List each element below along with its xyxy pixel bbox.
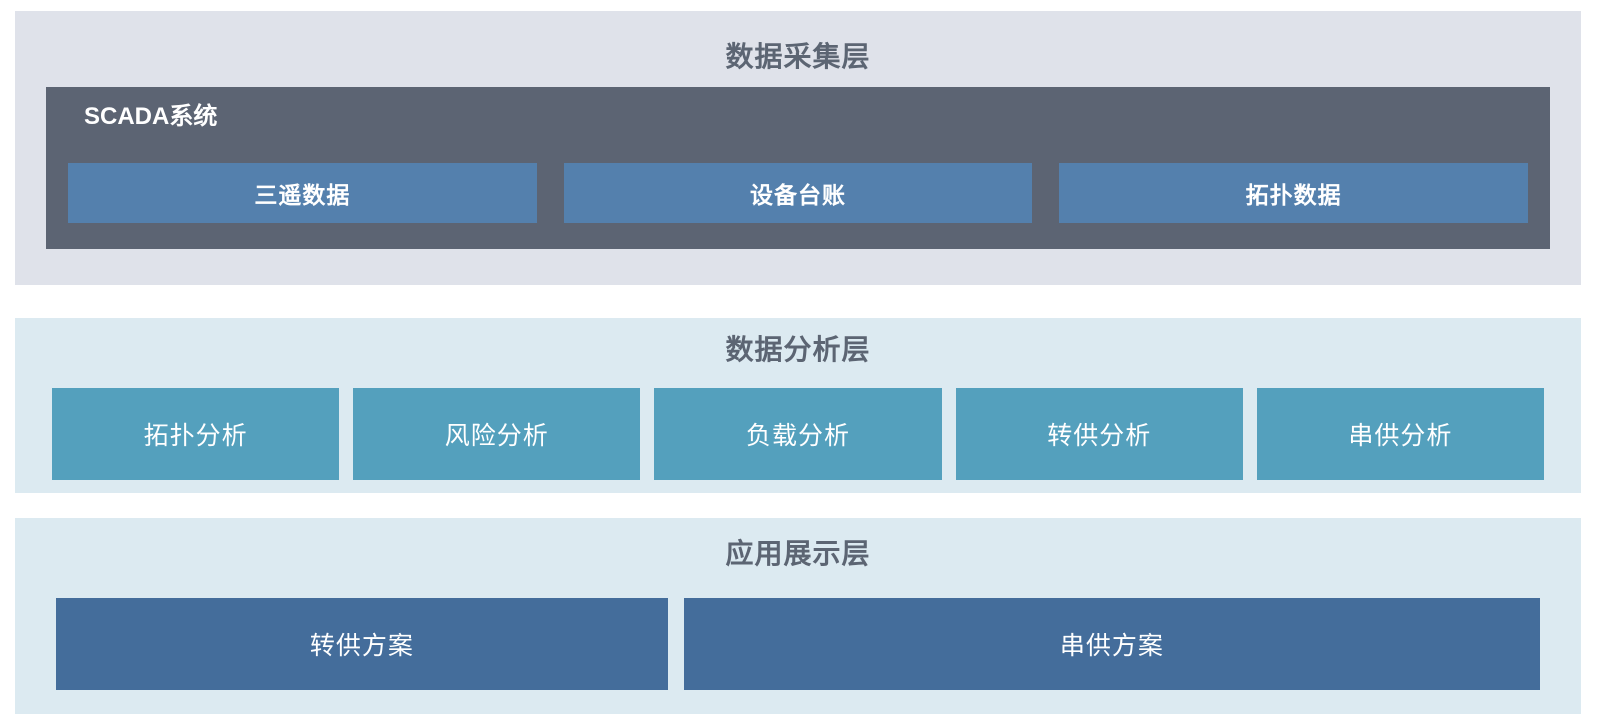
layer-title-data-analysis: 数据分析层 xyxy=(725,334,871,365)
layer-application-presentation: 应用展示层 转供方案 串供方案 xyxy=(15,518,1581,714)
layer-title-data-acquisition: 数据采集层 xyxy=(725,41,871,72)
analysis-box-load[interactable]: 负载分析 xyxy=(654,388,942,480)
analysis-box-topology[interactable]: 拓扑分析 xyxy=(52,388,340,480)
layer-title-application-presentation: 应用展示层 xyxy=(725,538,871,569)
data-source-box-telemetry[interactable]: 三遥数据 xyxy=(68,163,537,223)
scada-data-sources: 三遥数据 设备台账 拓扑数据 xyxy=(68,163,1529,223)
analysis-box-risk[interactable]: 风险分析 xyxy=(353,388,641,480)
scheme-box-series-supply[interactable]: 串供方案 xyxy=(683,598,1540,690)
analysis-box-series-supply[interactable]: 串供分析 xyxy=(1256,388,1545,480)
layer-data-analysis: 数据分析层 拓扑分析 风险分析 负载分析 转供分析 串供分析 xyxy=(15,318,1581,493)
data-source-box-topology[interactable]: 拓扑数据 xyxy=(1059,163,1529,223)
scheme-box-transfer-supply[interactable]: 转供方案 xyxy=(56,598,668,690)
analysis-modules: 拓扑分析 风险分析 负载分析 转供分析 串供分析 xyxy=(52,388,1545,480)
application-modules: 转供方案 串供方案 xyxy=(56,598,1540,690)
data-source-box-equipment-ledger[interactable]: 设备台账 xyxy=(563,163,1033,223)
scada-system-group: SCADA系统 三遥数据 设备台账 拓扑数据 xyxy=(46,87,1550,249)
scada-system-label: SCADA系统 xyxy=(84,103,218,130)
layer-data-acquisition: 数据采集层 SCADA系统 三遥数据 设备台账 拓扑数据 xyxy=(15,11,1581,285)
analysis-box-transfer-supply[interactable]: 转供分析 xyxy=(955,388,1243,480)
